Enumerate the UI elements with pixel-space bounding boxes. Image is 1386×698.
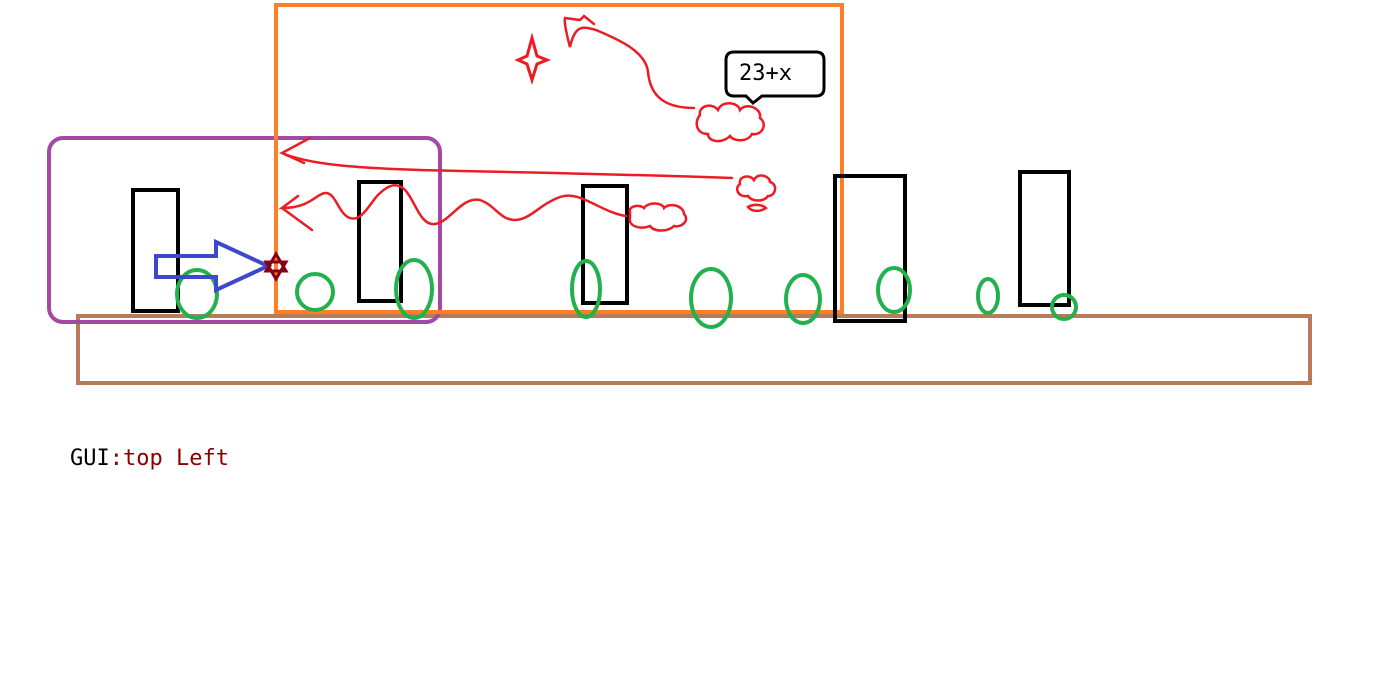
enemy-fire-trails	[278, 14, 734, 232]
bush-ellipse	[175, 268, 219, 320]
bubble-text: 23+x	[739, 61, 792, 86]
bush-ellipse	[295, 272, 335, 312]
caption-key: GUI	[70, 446, 110, 471]
speech-bubble	[724, 50, 826, 105]
bush-ellipse	[394, 258, 434, 320]
sparkle-icon	[514, 32, 552, 86]
bush-ellipse	[570, 259, 602, 319]
cloud-puff-icon	[695, 102, 765, 143]
viewport-box	[274, 3, 844, 314]
obstacle-rect	[357, 180, 403, 303]
bush-ellipse	[784, 273, 822, 325]
bush-ellipse	[876, 266, 912, 314]
star-of-david-icon	[263, 251, 289, 282]
arrow-right-icon	[154, 238, 273, 294]
bush-ellipse	[1050, 293, 1078, 321]
cloud-puff-icon	[736, 174, 777, 202]
obstacle-rect	[833, 174, 907, 323]
obstacle-rect	[581, 184, 629, 305]
obstacle-rect	[1018, 170, 1071, 307]
obstacle-rect	[131, 188, 180, 313]
bush-ellipse	[976, 277, 1000, 315]
cloud-puff-icon	[628, 202, 688, 232]
gui-region-box	[47, 136, 442, 324]
bush-ellipse	[689, 267, 733, 329]
gui-caption: GUI:top Left	[70, 446, 229, 471]
caption-value: top Left	[123, 446, 229, 471]
cloud-puff-icon	[746, 203, 768, 213]
caption-separator: :	[109, 446, 123, 471]
ground-strip	[76, 314, 1312, 385]
